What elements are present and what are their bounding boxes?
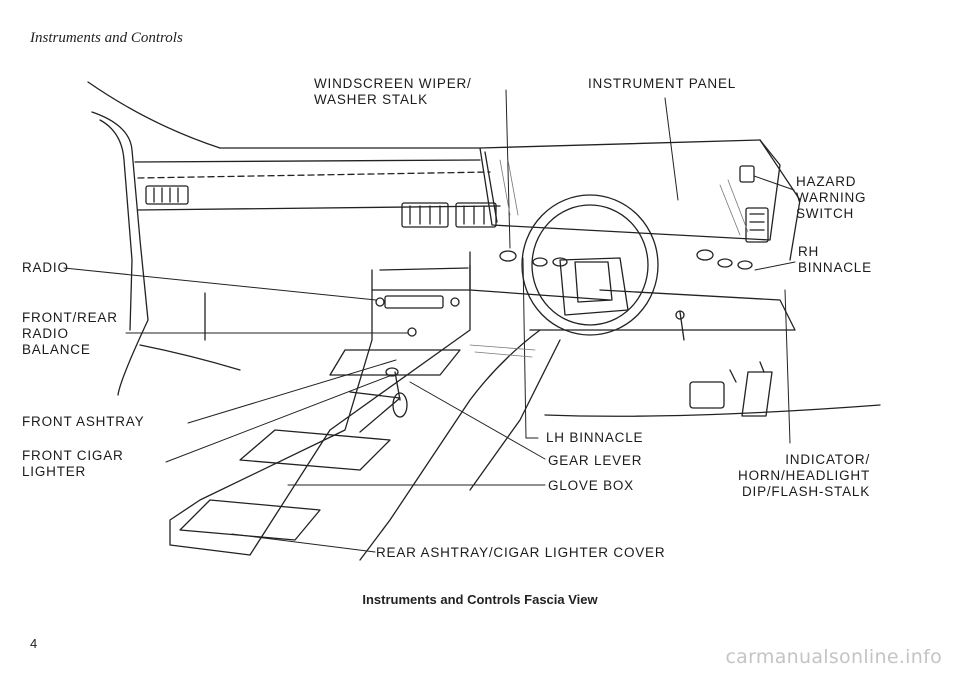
label-rear-ashtray-cigar-lighter-cover: REAR ASHTRAY/CIGAR LIGHTER COVER [376, 545, 666, 560]
label-instrument-panel: INSTRUMENT PANEL [588, 76, 737, 91]
label-radio: RADIO [22, 260, 69, 275]
label-rh-binnacle: RH BINNACLE [798, 244, 872, 275]
label-front-rear-radio-balance: FRONT/REAR RADIO BALANCE [22, 310, 118, 357]
page-header-title: Instruments and Controls [30, 30, 183, 46]
label-gear-lever: GEAR LEVER [548, 453, 643, 468]
page-number: 4 [30, 636, 38, 651]
label-windscreen-wiper-washer-stalk: WINDSCREEN WIPER/ WASHER STALK [314, 76, 472, 107]
label-indicator-horn-headlight-stalk: INDICATOR/ HORN/HEADLIGHT DIP/FLASH-STAL… [738, 452, 870, 499]
label-lh-binnacle: LH BINNACLE [546, 430, 644, 445]
watermark: carmanualsonline.info [725, 646, 942, 668]
label-hazard-warning-switch: HAZARD WARNING SWITCH [796, 174, 867, 221]
label-glove-box: GLOVE BOX [548, 478, 634, 493]
label-front-ashtray: FRONT ASHTRAY [22, 414, 145, 429]
figure-caption: Instruments and Controls Fascia View [362, 592, 598, 607]
label-front-cigar-lighter: FRONT CIGAR LIGHTER [22, 448, 124, 479]
